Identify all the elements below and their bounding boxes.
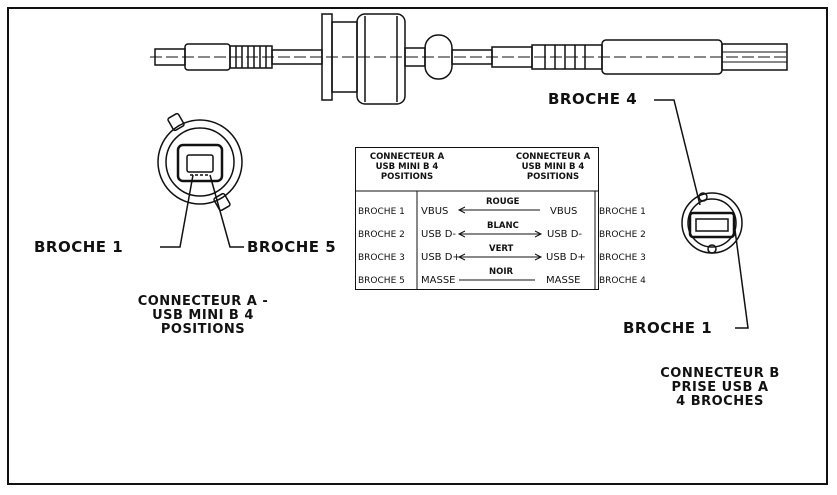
wiring-table: CONNECTEUR A USB MINI B 4 POSITIONS CONN… [354,147,646,290]
wiring-header-right-line2: USB MINI B 4 [521,162,585,172]
wiring-row3-pin-left: BROCHE 3 [358,253,405,263]
bulkhead-nut [356,13,406,105]
label-pin5-left: BROCHE 5 [247,238,337,256]
wiring-header-left-line2: USB MINI B 4 [375,162,439,172]
wiring-row1-signal-left: VBUS [421,206,449,217]
wiring-row3-signal-left: USB D+ [421,252,461,263]
wiring-header-right-line3: POSITIONS [526,172,580,182]
wiring-row4-pin-left: BROCHE 5 [358,276,405,286]
wiring-row2-pin-left: BROCHE 2 [358,230,405,240]
caption-a-line2: USB MINI B 4 [152,308,254,323]
wiring-row4-pin-right: BROCHE 4 [599,276,646,286]
wiring-header-left: CONNECTEUR A USB MINI B 4 POSITIONS [362,152,452,182]
connector-a-socket [176,143,224,183]
wiring-row4-wire-color: NOIR [489,267,514,277]
wiring-row2-wire-color: BLANC [487,221,519,231]
wiring-table-lines [354,190,599,290]
wiring-row1-signal-right: VBUS [550,206,578,217]
caption-connector-a: CONNECTEUR A - USB MINI B 4 POSITIONS [103,295,303,337]
caption-b-line2: PRISE USB A [671,380,769,395]
wiring-row2-signal-left: USB D- [421,229,457,240]
diagram-frame [7,7,828,485]
caption-a-line1: CONNECTEUR A - [137,294,269,309]
label-pin1-left: BROCHE 1 [34,238,124,256]
wiring-row2-pin-right: BROCHE 2 [599,230,646,240]
wiring-row3-signal-right: USB D+ [546,252,586,263]
caption-a-line3: POSITIONS [160,322,246,337]
caption-b-line1: CONNECTEUR B [660,366,780,381]
wiring-header-left-line1: CONNECTEUR A [369,152,445,162]
caption-connector-b: CONNECTEUR B PRISE USB A 4 BROCHES [625,367,815,409]
wiring-row1-pin-right: BROCHE 1 [599,207,646,217]
connector-a-outer-ring [157,119,243,205]
wiring-row1-wire-color: ROUGE [486,197,520,207]
wiring-row3-wire-color: VERT [489,244,514,254]
label-pin1-right: BROCHE 1 [623,319,713,337]
wiring-header-left-line3: POSITIONS [380,172,434,182]
caption-b-line3: 4 BROCHES [676,394,764,409]
wiring-header-right-line1: CONNECTEUR A [515,152,591,162]
wiring-row1-pin-left: BROCHE 1 [358,207,405,217]
wiring-row4-signal-right: MASSE [546,275,581,286]
wiring-row3-pin-right: BROCHE 3 [599,253,646,263]
usb-a-plug-shell [721,43,788,71]
wiring-row2-signal-right: USB D- [547,229,583,240]
wiring-header-right: CONNECTEUR A USB MINI B 4 POSITIONS [508,152,598,182]
connector-b-socket [688,211,736,239]
wiring-row4-signal-left: MASSE [421,275,456,286]
label-pin4-top: BROCHE 4 [548,90,638,108]
